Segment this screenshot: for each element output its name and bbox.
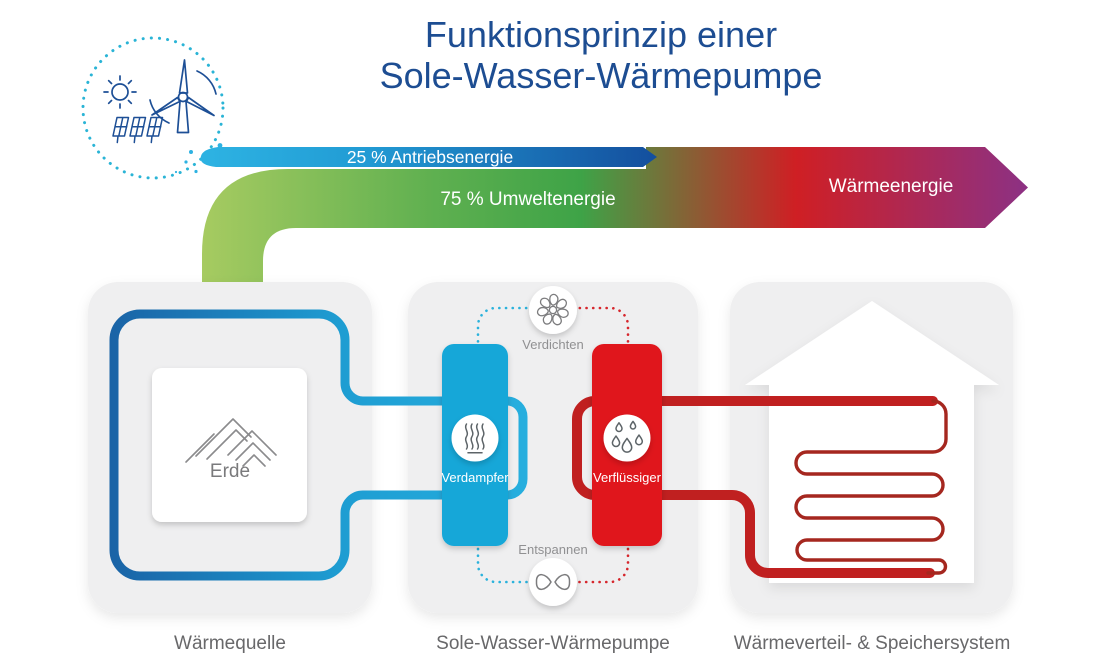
fan-icon xyxy=(536,293,569,326)
heat-energy-band xyxy=(202,147,1028,282)
energy-band: 25 % Antriebsenergie 75 % Umweltenergie … xyxy=(174,143,1028,282)
radiator-coil xyxy=(794,399,948,575)
sun-icon xyxy=(111,83,129,101)
evaporator-icon-circle xyxy=(451,414,499,462)
renewable-energy-badge xyxy=(81,36,225,180)
page-title: Funktionsprinzip einer Sole-Wasser-Wärme… xyxy=(380,14,823,96)
wind-turbine-icon xyxy=(149,59,217,134)
title-line-2: Sole-Wasser-Wärmepumpe xyxy=(380,55,823,96)
expansion-label: Entspannen xyxy=(518,542,587,557)
heat-source-caption: Wärmequelle xyxy=(174,633,286,654)
heat-energy-label: Wärmeenergie xyxy=(829,176,954,197)
mountain-icon xyxy=(185,418,277,467)
sun-wind-solar-icon xyxy=(103,59,217,144)
earth-card xyxy=(152,368,307,522)
compressor-circle xyxy=(529,286,577,334)
condenser-label: Verflüssiger xyxy=(593,470,662,485)
earth-label: Erde xyxy=(210,461,250,482)
sun-rays xyxy=(103,75,137,109)
drive-energy-arrow xyxy=(200,147,658,167)
drive-energy-label: 25 % Antriebsenergie xyxy=(347,147,513,167)
droplets-icon xyxy=(611,420,644,453)
brush-specks xyxy=(174,143,223,174)
heat-pump-content: Verdampfer Verflüssiger Verdichten E xyxy=(441,286,662,606)
heat-distribution-caption: Wärmeverteil- & Speichersystem xyxy=(734,633,1011,654)
ambient-energy-label: 75 % Umweltenergie xyxy=(440,189,615,210)
heat-source-content: Erde xyxy=(109,309,528,581)
evaporator-label: Verdampfer xyxy=(441,470,509,485)
title-line-1: Funktionsprinzip einer xyxy=(425,14,777,55)
expansion-valve-circle xyxy=(529,558,577,606)
house-shape xyxy=(745,301,999,583)
solar-panels-icon xyxy=(112,116,164,144)
heating-circuit-pipe xyxy=(572,396,938,578)
compressor-label: Verdichten xyxy=(522,337,583,352)
brine-circuit-pipe xyxy=(109,309,528,581)
valve-icon xyxy=(535,573,571,591)
heat-pump-caption: Sole-Wasser-Wärmepumpe xyxy=(436,633,670,654)
steam-icon xyxy=(464,423,485,454)
